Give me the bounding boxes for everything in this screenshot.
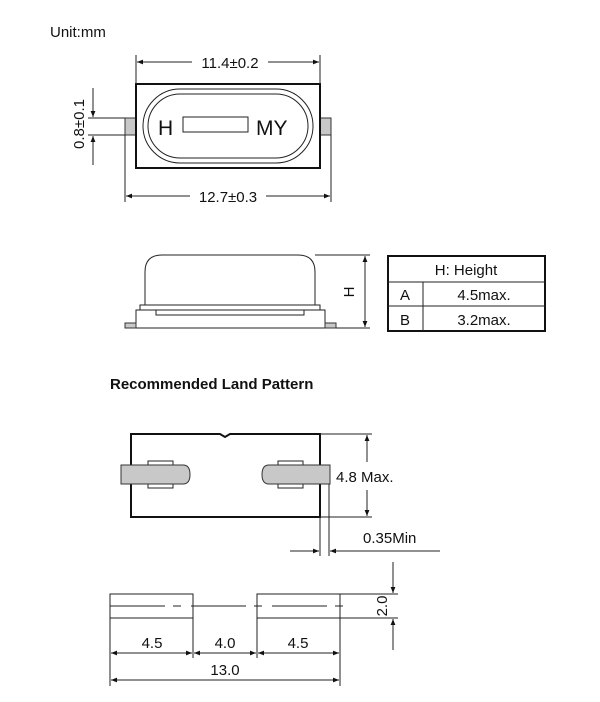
table-type-a: A bbox=[400, 287, 410, 304]
dim-total-length: 12.7±0.3 bbox=[199, 189, 257, 206]
can-outline-inner bbox=[147, 93, 309, 159]
dim-gap: 0.35Min bbox=[363, 530, 416, 547]
height-symbol: H bbox=[341, 287, 358, 298]
marking-right: MY bbox=[256, 117, 288, 140]
dim-pad-right: 4.5 bbox=[288, 635, 309, 652]
dim-body-length: 11.4±0.2 bbox=[201, 55, 258, 72]
table-type-b: B bbox=[400, 312, 410, 329]
dim-pad-gap: 4.0 bbox=[215, 635, 236, 652]
side-view: H bbox=[124, 254, 370, 329]
dim-lead-width: 0.8±0.1 bbox=[71, 99, 88, 149]
land-pattern-view: 4.8 Max. 0.35Min bbox=[120, 433, 440, 556]
table-value-a: 4.5max. bbox=[457, 287, 510, 304]
table-header: H: Height bbox=[435, 262, 498, 279]
top-view: H MY 11.4±0.2 12.7±0.3 0.8±0.1 bbox=[71, 55, 332, 206]
table-value-b: 3.2max. bbox=[457, 312, 510, 329]
package-body bbox=[135, 83, 321, 169]
left-lead bbox=[124, 117, 137, 136]
marking-box bbox=[182, 116, 249, 133]
dim-total: 13.0 bbox=[210, 662, 239, 679]
marking-left: H bbox=[158, 117, 173, 140]
dim-pad-height: 2.0 bbox=[374, 596, 391, 617]
dim-max-width: 4.8 Max. bbox=[336, 469, 394, 486]
height-table: H: Height A 4.5max. B 3.2max. bbox=[387, 255, 546, 332]
pad-layout: 2.0 4.5 4.0 4.5 13.0 bbox=[109, 562, 398, 686]
unit-label: Unit:mm bbox=[50, 24, 106, 41]
right-lead bbox=[319, 117, 332, 136]
can-outline-outer bbox=[142, 88, 314, 164]
dim-pad-left: 4.5 bbox=[142, 635, 163, 652]
land-pattern-title: Recommended Land Pattern bbox=[110, 376, 313, 393]
